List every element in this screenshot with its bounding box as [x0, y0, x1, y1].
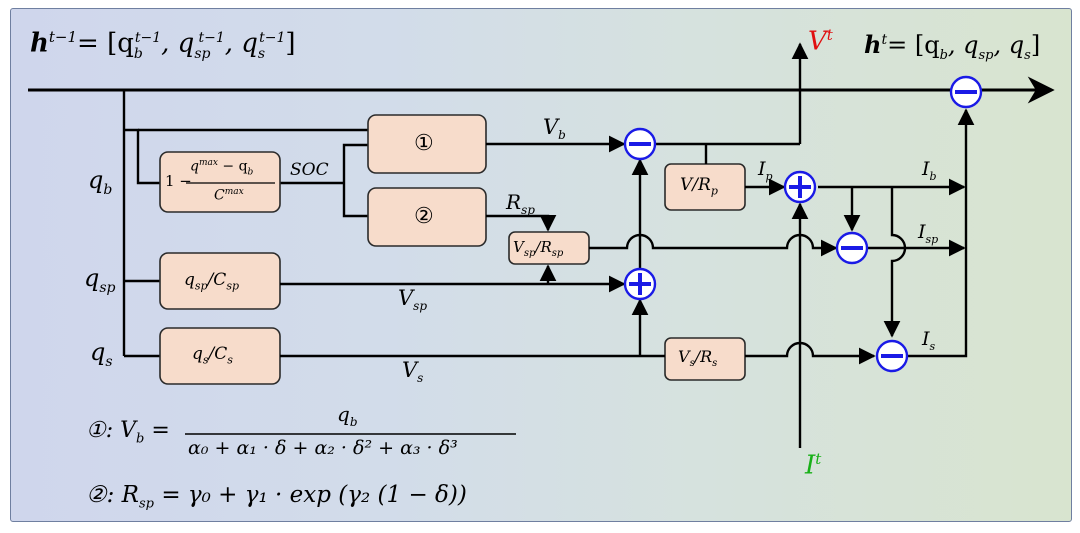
vs-rs-box [664, 337, 746, 381]
qs-cs-text: qs/Cs [192, 344, 233, 367]
rsp-label: Rsp [506, 190, 535, 217]
minus-op-vb [623, 127, 657, 161]
ip-label: Ip [758, 158, 773, 183]
is-label: Is [922, 328, 936, 353]
plus-op-ip [783, 170, 817, 204]
formula-1-lead: ①: Vb = [86, 418, 170, 447]
qb-label: qb [88, 166, 113, 198]
minus-op-isp [835, 231, 869, 265]
qsp-label: qsp [84, 264, 116, 296]
vsp-label: Vsp [398, 286, 428, 314]
soc-one-minus: 1 − [165, 172, 192, 190]
formula-1-denominator: α₀ + α₁ · δ + α₂ · δ² + α₃ · δ³ [188, 437, 458, 459]
h-next-label: ht= [qb, qsp, qs] [864, 30, 1041, 63]
soc-denominator: Cmax [214, 187, 244, 204]
v-out-label: Vt [808, 26, 833, 57]
vs-rs-text: Vs/Rs [678, 347, 718, 370]
rsp-line [486, 214, 557, 232]
vb-label: Vb [543, 115, 566, 143]
soc-box [159, 151, 281, 213]
qsp-csp-text: qsp/Csp [184, 270, 240, 293]
soc-bracket [342, 143, 368, 218]
formula-2: ②: Rsp = γ₀ + γ₁ · exp (γ₂ (1 − δ)) [86, 482, 467, 512]
qs-label: qs [90, 338, 113, 370]
i-in-label: It [805, 450, 822, 481]
soc-label: SOC [290, 160, 329, 180]
qb-to-soc [124, 128, 160, 185]
ib-label: Ib [922, 158, 937, 183]
v-rp-text: V/Rp [680, 175, 718, 198]
formula-1-numerator: qb [337, 402, 358, 429]
ib-to-is [883, 187, 907, 338]
currents-up [908, 108, 975, 358]
soc-numerator: qmax − qb [190, 158, 254, 178]
minus-op-h [949, 75, 983, 109]
isp-label: Isp [918, 221, 939, 246]
plus-op-vsp [623, 267, 657, 301]
f2-box-label: ② [414, 204, 434, 229]
vsp-rsp-text: Vsp/Rsp [513, 238, 564, 259]
qsp-csp-box [159, 252, 281, 310]
f1-box-label: ① [414, 131, 434, 156]
isp-pre-line [589, 233, 838, 257]
vs-label: Vs [402, 358, 424, 386]
minus-op-is [875, 339, 909, 373]
h-prev-label: ht−1= [qbt−1, qspt−1, qst−1] [30, 28, 296, 62]
vsrs-line [745, 341, 876, 365]
